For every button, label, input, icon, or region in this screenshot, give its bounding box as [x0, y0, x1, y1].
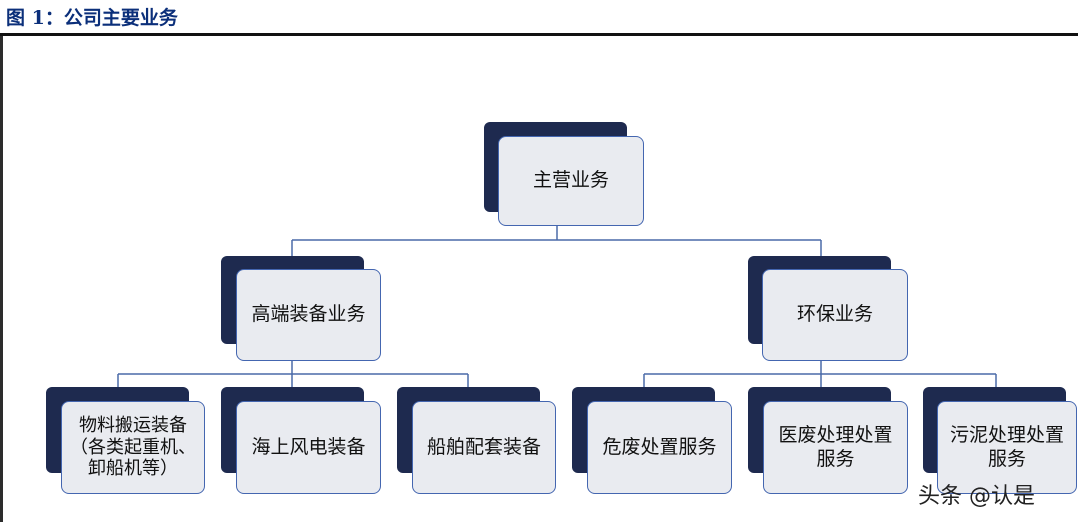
title-divider [0, 33, 1078, 36]
branch-label: 高端装备业务 [236, 269, 381, 361]
leaf-label: 医废处理处置 服务 [763, 401, 908, 494]
left-border [0, 36, 3, 522]
leaf-label: 海上风电装备 [236, 401, 381, 494]
leaf-label: 污泥处理处置 服务 [937, 401, 1077, 494]
branch-label: 环保业务 [762, 269, 908, 361]
leaf-label: 船舶配套装备 [412, 401, 556, 494]
root-label: 主营业务 [498, 136, 644, 226]
leaf-label: 危废处置服务 [587, 401, 732, 494]
figure-title: 图 1：公司主要业务 [6, 7, 178, 29]
leaf-label: 物料搬运装备 （各类起重机、 卸船机等） [61, 401, 205, 494]
watermark: 头条 @认是 [918, 484, 1035, 509]
